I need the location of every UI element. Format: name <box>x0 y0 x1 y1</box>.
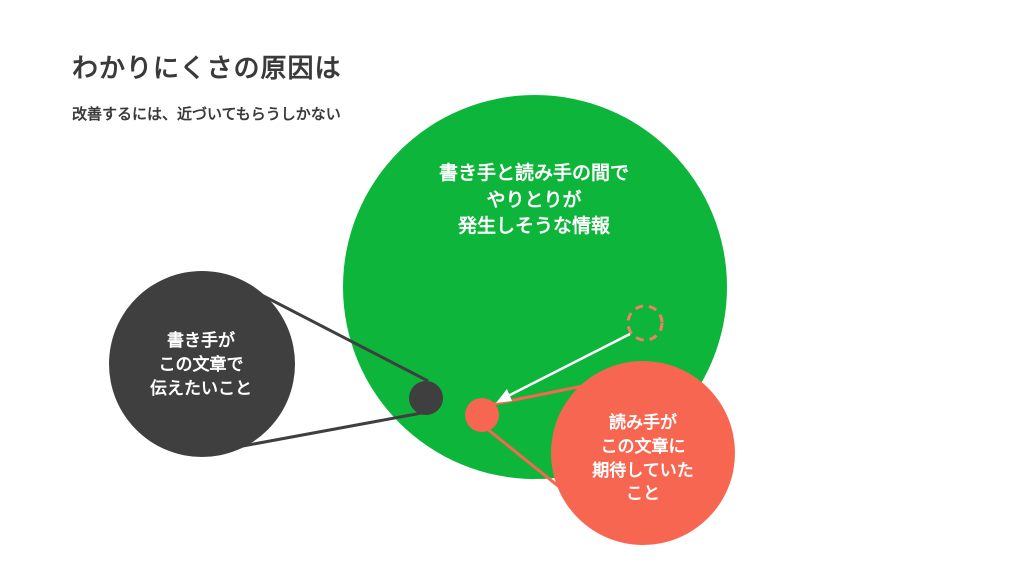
shared-info-line-2: やりとりが <box>486 188 582 211</box>
shared-info-line-1: 書き手と読み手の間で <box>438 162 629 184</box>
writer-connector-bottom <box>231 410 428 450</box>
writer-connector-top <box>251 288 429 383</box>
reader-line-1: 読み手が <box>609 413 677 433</box>
page-subtitle: 改善するには、近づいてもらうしかない <box>72 105 341 123</box>
reader-label: 読み手が この文章に 期待していた こと <box>558 412 728 507</box>
reader-circle <box>551 361 735 545</box>
move-arrow-head <box>496 389 512 403</box>
writer-line-2: この文章で <box>158 354 244 375</box>
page-title: わかりにくさの原因は <box>72 54 342 84</box>
writer-circle <box>109 271 295 457</box>
reader-point <box>465 398 499 432</box>
reader-line-3: 期待していた <box>592 460 694 481</box>
writer-point <box>409 381 443 415</box>
writer-label: 書き手が この文章で 伝えたいこと <box>113 330 289 401</box>
reader-line-2: この文章に <box>600 436 686 457</box>
writer-line-1: 書き手が <box>167 331 235 351</box>
shared-info-line-3: 発生しそうな情報 <box>457 215 610 238</box>
reader-line-4: こと <box>626 484 660 505</box>
original-position-dashed-circle <box>626 304 664 342</box>
move-arrow-shaft <box>507 332 631 398</box>
shared-info-label: 書き手と読み手の間で やりとりが 発生しそうな情報 <box>384 160 684 240</box>
writer-line-3: 伝えたいこと <box>150 378 252 399</box>
